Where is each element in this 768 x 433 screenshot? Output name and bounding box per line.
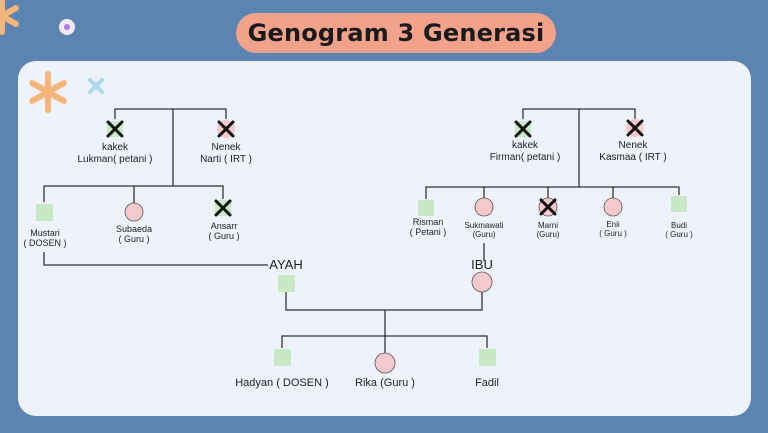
person-rika — [374, 352, 396, 374]
label-line1: Mustari — [30, 228, 60, 238]
label-line1: Ansarr — [210, 221, 238, 231]
label-line2: (Guru) — [536, 230, 560, 240]
label-rika: Rika (Guru ) — [346, 377, 424, 390]
person-nenek-narti — [217, 120, 235, 138]
label-kakek-firman: kakek Firman( petani ) — [480, 140, 570, 163]
label-kakek-lukman: kakek Lukman( petani ) — [70, 142, 160, 165]
person-kakek-lukman — [106, 120, 124, 138]
label-line2: ( DOSEN ) — [23, 238, 67, 249]
label-line1: kakek — [511, 140, 539, 151]
deceased-cross-icon — [514, 120, 532, 138]
label-fadil: Fadil — [464, 377, 510, 390]
label-line2: ( Guru ) — [118, 234, 150, 245]
deceased-cross-icon — [626, 119, 644, 137]
label-line2: ( Petani ) — [409, 227, 447, 238]
label-line2: Lukman( petani ) — [77, 153, 153, 165]
label-line1: Enii — [606, 220, 620, 229]
label-hadyan: Hadyan ( DOSEN ) — [226, 377, 338, 390]
person-budi — [671, 196, 687, 212]
label-mustari: Mustari ( DOSEN ) — [10, 228, 80, 249]
label-line1: Nenek — [618, 140, 648, 151]
label-line2: ( Guru ) — [599, 229, 627, 239]
label-nenek-narti: Nenek Narti ( IRT ) — [184, 142, 268, 165]
label-line1: kakek — [101, 142, 129, 153]
label-line1: IBU — [471, 257, 493, 272]
person-hadyan — [274, 349, 291, 366]
label-budi: Budi ( Guru ) — [656, 221, 702, 239]
ring-decoration — [59, 19, 75, 35]
page-title: Genogram 3 Generasi — [247, 19, 545, 47]
asterisk-decoration-topleft — [0, 0, 19, 35]
label-line2: Firman( petani ) — [489, 151, 561, 163]
label-line2: Kasmaa ( IRT ) — [599, 151, 667, 163]
person-marni — [538, 197, 558, 217]
label-subaeda: Subaeda ( Guru ) — [104, 224, 164, 245]
person-mustari — [36, 204, 53, 221]
label-line1: Fadil — [475, 377, 499, 389]
deceased-cross-icon — [217, 120, 235, 138]
deceased-cross-icon — [214, 199, 232, 217]
person-nenek-kasmaa — [626, 119, 644, 137]
label-line1: Sukmawati — [464, 221, 504, 230]
person-ansarr — [214, 199, 232, 217]
label-line2: Narti ( IRT ) — [200, 153, 252, 165]
label-line1: Subaeda — [115, 224, 153, 234]
label-line2: (Guru) — [472, 230, 496, 240]
person-fadil — [479, 349, 496, 366]
label-line2: ( Guru ) — [665, 230, 693, 240]
label-line1: Risman — [412, 217, 444, 227]
label-line2: ( Guru ) — [208, 231, 240, 242]
person-subaeda — [124, 202, 144, 222]
label-line1: Nenek — [211, 142, 241, 153]
label-ansarr: Ansarr ( Guru ) — [194, 221, 254, 242]
title-banner: Genogram 3 Generasi — [236, 13, 556, 53]
deceased-cross-icon — [106, 120, 124, 138]
label-line1: Marni — [537, 221, 558, 230]
label-line1: Hadyan ( DOSEN ) — [235, 377, 329, 389]
person-ibu — [471, 271, 493, 293]
deceased-cross-icon — [539, 198, 557, 216]
label-enii: Enii ( Guru ) — [590, 220, 636, 238]
label-marni: Marni (Guru) — [526, 221, 570, 239]
cross-decoration — [88, 78, 104, 94]
person-risman — [418, 200, 434, 216]
label-sukmawati: Sukmawati (Guru) — [452, 221, 516, 239]
label-line1: Rika (Guru ) — [355, 377, 415, 389]
label-risman: Risman ( Petani ) — [400, 217, 456, 238]
person-sukmawati — [474, 197, 494, 217]
label-line1: Budi — [670, 221, 687, 230]
label-ibu: IBU — [458, 257, 506, 273]
asterisk-decoration-card — [29, 71, 67, 113]
label-nenek-kasmaa: Nenek Kasmaa ( IRT ) — [588, 140, 678, 163]
label-ayah: AYAH — [258, 257, 314, 273]
person-enii — [603, 197, 623, 217]
label-line1: AYAH — [269, 257, 303, 272]
person-kakek-firman — [514, 120, 532, 138]
person-ayah — [278, 275, 295, 292]
